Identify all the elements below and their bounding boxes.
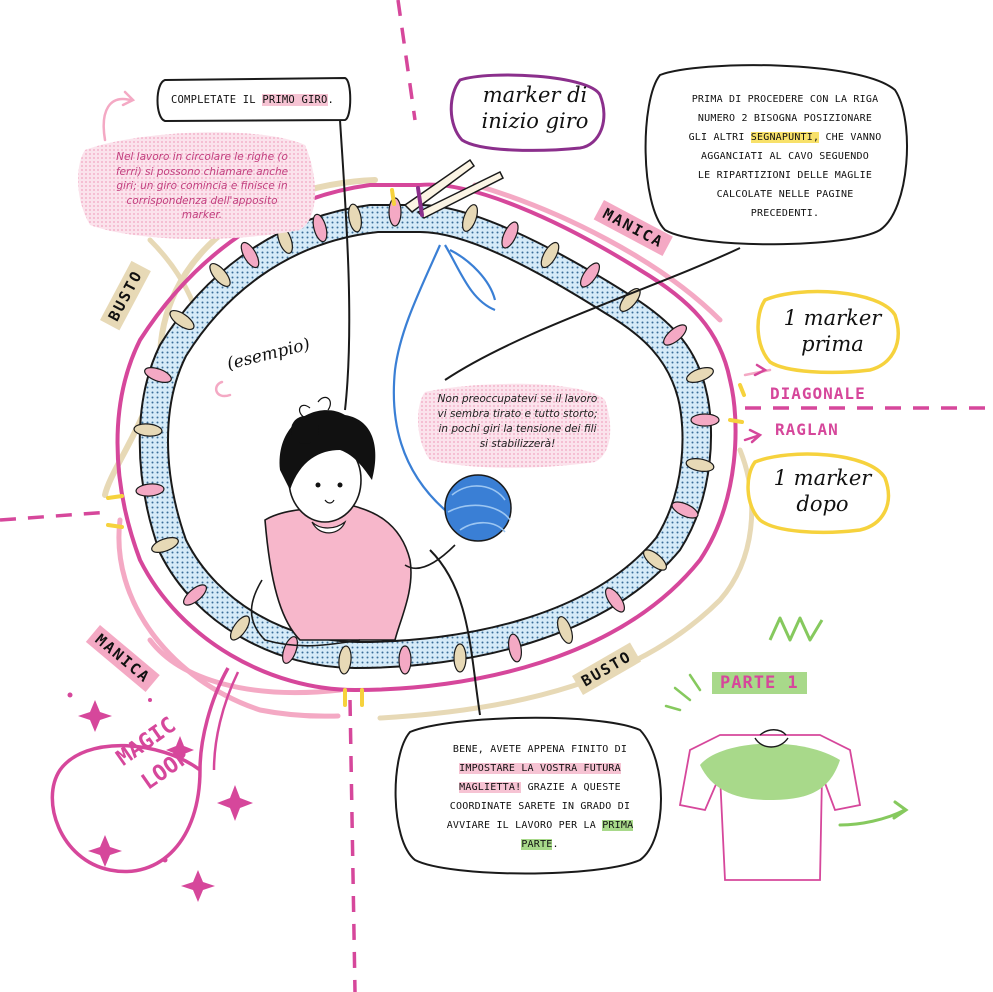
primo-giro-highlight: primo giro (262, 94, 328, 106)
bene-line-2: impostare la vostra futura (415, 759, 665, 778)
segnapunti-line-6: calcolate nelle pagine (716, 189, 854, 200)
circolare-line-1: Nel lavoro in circolare le righe (o (116, 151, 288, 163)
marker-inizio-line-1: marker di (482, 83, 588, 107)
note-circolare: Nel lavoro in circolare le righe (o ferr… (88, 150, 316, 223)
segnapunti-line-5: le ripartizioni delle maglie (697, 170, 873, 181)
yarn-ball (444, 474, 512, 542)
bene-line-3-after: Grazie a queste (521, 782, 621, 793)
shirt-sketch (664, 616, 909, 881)
primo-giro-after: . (327, 94, 335, 106)
label-marker-dopo: 1 marker dopo (760, 465, 885, 517)
circolare-line-4: corrispondenza dell'apposito (126, 194, 278, 207)
stitch-loops (133, 197, 720, 675)
circolare-line-5: marker. (181, 209, 223, 221)
bene-line-6-after: . (552, 839, 559, 850)
marker-inizio-line-2: inizio giro (481, 109, 589, 133)
sparkle-icons (67, 692, 253, 902)
bene-line-6: parte. (415, 835, 665, 854)
bene-line-6-highlight: parte (521, 839, 553, 850)
marker-dopo-line-2: dopo (796, 492, 849, 516)
label-raglan: RAGLAN (775, 420, 839, 439)
segnapunti-line-3: gli altri segnapunti, che vanno (665, 128, 905, 147)
magic-loop-lasso (50, 667, 240, 874)
stitch-markers (106, 186, 746, 707)
curly-arrow-icons (102, 90, 772, 444)
yarn (392, 244, 497, 511)
marker-prima-line-1: 1 marker (783, 306, 882, 330)
marker-dopo-line-1: 1 marker (773, 466, 872, 490)
circolare-line-2: ferri) si possono chiamare anche (115, 165, 289, 178)
segnapunti-line-3-after: che vanno (819, 132, 882, 143)
preoccupatevi-line-2: vi sembra tirato e tutto storto; (437, 408, 598, 420)
bubble-segnapunti: Prima di procedere con la riga numero 2 … (665, 90, 905, 223)
preoccupatevi-line-4: si stabilizzerà! (479, 438, 556, 450)
label-marker-prima: 1 marker prima (770, 305, 895, 357)
marker-prima-line-2: prima (801, 332, 864, 356)
note-preoccupatevi: Non preoccupatevi se il lavoro vi sembra… (420, 392, 615, 452)
segnapunti-line-7: precedenti. (750, 208, 820, 219)
note-backgrounds (78, 132, 611, 468)
bene-line-1: Bene, avete appena finito di (452, 744, 628, 755)
bene-line-2-highlight: impostare la vostra futura (459, 763, 621, 774)
bene-line-5-highlight: prima (602, 820, 634, 831)
segnapunti-line-4: agganciati al cavo seguendo (701, 151, 869, 162)
label-diagonale: DIAGONALE (770, 384, 866, 403)
segnapunti-line-1: Prima di procedere con la riga (691, 94, 879, 105)
segnapunti-line-3-before: gli altri (688, 132, 751, 143)
bene-line-5: avviare il lavoro per la prima (415, 816, 665, 835)
bubble-bene: Bene, avete appena finito di impostare l… (415, 740, 665, 854)
bubble-primo-giro: Completate il primo giro. (171, 91, 346, 110)
speech-bubble-shapes (156, 64, 908, 875)
bene-line-4: coordinate sarete in grado di (449, 801, 631, 812)
label-marker-inizio-giro: marker di inizio giro (470, 82, 600, 134)
segnapunti-line-2: numero 2 bisogna posizionare (697, 113, 873, 124)
preoccupatevi-line-3: in pochi giri la tensione dei fili (438, 423, 597, 435)
bene-line-5-before: avviare il lavoro per la (446, 820, 603, 831)
girl-illustration (250, 396, 456, 647)
bene-line-3-highlight: maglietta! (459, 782, 522, 793)
label-parte-1: PARTE 1 (712, 672, 807, 694)
bene-line-3: maglietta! Grazie a queste (415, 778, 665, 797)
circolare-line-3: giri; un giro comincia e finisce in (116, 180, 288, 192)
segnapunti-highlight: segnapunti, (750, 132, 820, 143)
preoccupatevi-line-1: Non preoccupatevi se il lavoro (437, 393, 598, 405)
primo-giro-before: Completate il (171, 94, 263, 106)
